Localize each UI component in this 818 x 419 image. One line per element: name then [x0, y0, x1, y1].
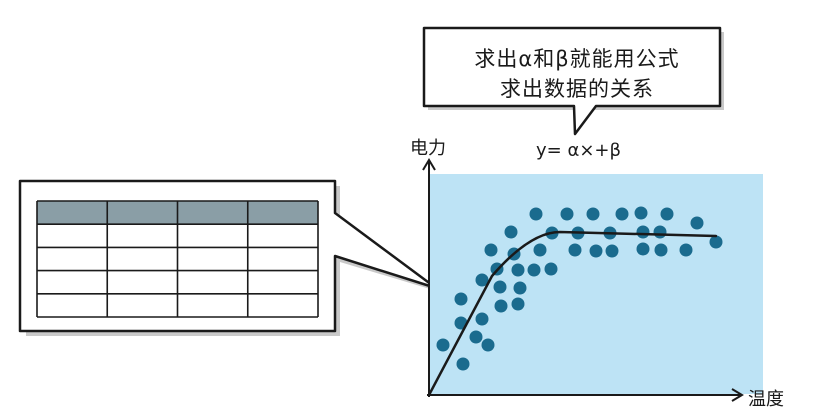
scatter-point	[484, 243, 498, 257]
scatter-point	[454, 292, 468, 306]
scatter-point	[475, 312, 489, 326]
scatter-point	[533, 243, 547, 257]
scatter-point	[529, 207, 543, 221]
scatter-point	[493, 280, 507, 294]
scatter-point	[605, 244, 619, 258]
scatter-point	[654, 243, 668, 257]
scatter-point	[511, 263, 525, 277]
scatter-point	[456, 357, 470, 371]
scatter-point	[568, 243, 582, 257]
scatter-point	[544, 262, 558, 276]
data-table	[36, 200, 319, 318]
fitted-curve	[427, 230, 718, 397]
scatter-point	[511, 297, 525, 311]
scatter-point	[560, 207, 574, 221]
scatter-point	[634, 206, 648, 220]
scatter-point	[636, 242, 650, 256]
scatter-point	[469, 330, 483, 344]
y-axis-label: 电力	[410, 138, 446, 159]
scatter-point	[709, 235, 723, 249]
scatter-point	[679, 243, 693, 257]
scatter-point	[481, 338, 495, 352]
scatter-point	[494, 299, 508, 313]
scatter-point	[636, 225, 650, 239]
scatter-point	[589, 244, 603, 258]
x-axis	[427, 388, 744, 402]
scatter-point	[653, 225, 667, 239]
scatter-point	[527, 263, 541, 277]
bubble-text-line1: 求出α和β就能用公式	[474, 47, 680, 71]
scatter-point	[690, 216, 704, 230]
speech-bubble	[422, 26, 724, 136]
bubble-text-line2: 求出数据的关系	[500, 77, 654, 101]
scatter-point	[475, 273, 489, 287]
formula-text: y= α×+β	[536, 140, 621, 161]
scatter-point	[436, 338, 450, 352]
scatter-point	[586, 207, 600, 221]
scatter-point	[615, 207, 629, 221]
scatter-point	[504, 225, 518, 239]
scatter-point	[513, 281, 527, 295]
scatter-point	[660, 207, 674, 221]
x-axis-label: 温度	[748, 389, 784, 410]
y-axis	[422, 158, 436, 397]
